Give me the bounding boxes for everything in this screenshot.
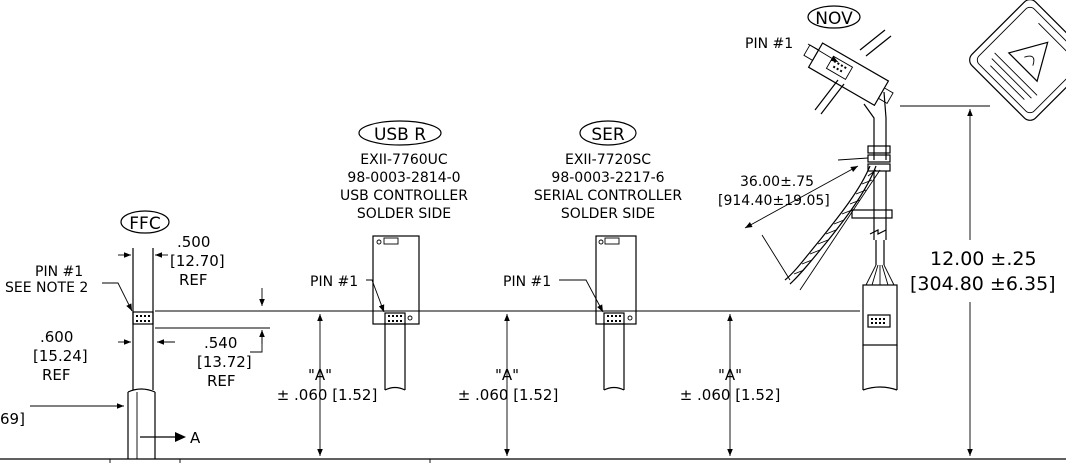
overall-height: 12.00 ±.25 <box>930 248 1037 270</box>
overall-height-mm: [304.80 ±6.35] <box>910 273 1056 295</box>
usb-description: USB CONTROLLER <box>340 188 468 204</box>
usb-section: USB R EXII-7760UC 98-0003-2814-0 USB CON… <box>310 120 559 456</box>
ser-section: SER EXII-7720SC 98-0003-2217-6 SERIAL CO… <box>503 120 781 456</box>
ffc-label: FFC <box>129 214 160 234</box>
esd-warning-symbol <box>969 0 1066 121</box>
dim-69: 69] <box>0 410 25 428</box>
dim-1270: [12.70] <box>170 252 225 270</box>
usb-assembly-number: 98-0003-2814-0 <box>347 170 460 186</box>
ffc-section: FFC A .500 [12.70] REF PIN #1 SEE NOTE 2… <box>0 210 270 459</box>
section-a-label: A <box>190 429 201 447</box>
dim-540: .540 <box>204 334 237 352</box>
nov-label-bubble <box>807 5 861 29</box>
nov-lower-ribbon <box>862 284 898 346</box>
ffc-pin1-label: PIN #1 <box>35 264 83 280</box>
usb-label: USB R <box>374 125 426 145</box>
dim-600-ref: REF <box>42 366 71 384</box>
ser-side: SOLDER SIDE <box>561 206 655 222</box>
usb-label-bubble <box>358 120 442 146</box>
ser-dim-a: "A" <box>718 366 742 384</box>
cable-length-mm: [914.40±19.05] <box>718 193 830 209</box>
usb-part-number: EXII-7760UC <box>360 152 448 168</box>
dim-500: .500 <box>177 233 210 251</box>
ffc-tol-a: ± .060 [1.52] <box>277 386 378 404</box>
ffc-see-note: SEE NOTE 2 <box>5 280 88 296</box>
dim-600: .600 <box>40 328 73 346</box>
nov-section: NOV PIN #1 <box>718 5 1066 456</box>
ser-label: SER <box>591 125 625 145</box>
ffc-dim-a: "A" <box>308 366 332 384</box>
ser-pin1-label: PIN #1 <box>503 274 551 290</box>
nov-pin1-label: PIN #1 <box>745 36 793 52</box>
dim-500-ref: REF <box>179 271 208 289</box>
usb-dim-a: "A" <box>495 366 519 384</box>
ffc-label-bubble <box>120 210 170 234</box>
cable-length: 36.00±.75 <box>740 174 814 190</box>
dim-1372: [13.72] <box>197 353 252 371</box>
ser-label-bubble <box>579 120 637 146</box>
usb-connector <box>384 312 406 325</box>
dim-1524: [15.24] <box>33 347 88 365</box>
usb-pin1-label: PIN #1 <box>310 274 358 290</box>
nov-cable-bands <box>867 145 891 172</box>
ser-tol-a: ± .060 [1.52] <box>680 386 781 404</box>
ser-assembly-number: 98-0003-2217-6 <box>551 170 664 186</box>
ser-description: SERIAL CONTROLLER <box>534 188 682 204</box>
usb-side: SOLDER SIDE <box>357 206 451 222</box>
usb-tol-a: ± .060 [1.52] <box>458 386 559 404</box>
nov-label: NOV <box>815 9 853 29</box>
ffc-connector <box>132 311 154 325</box>
dim-540-ref: REF <box>207 372 236 390</box>
ser-connector <box>603 312 625 325</box>
ser-part-number: EXII-7720SC <box>565 152 651 168</box>
